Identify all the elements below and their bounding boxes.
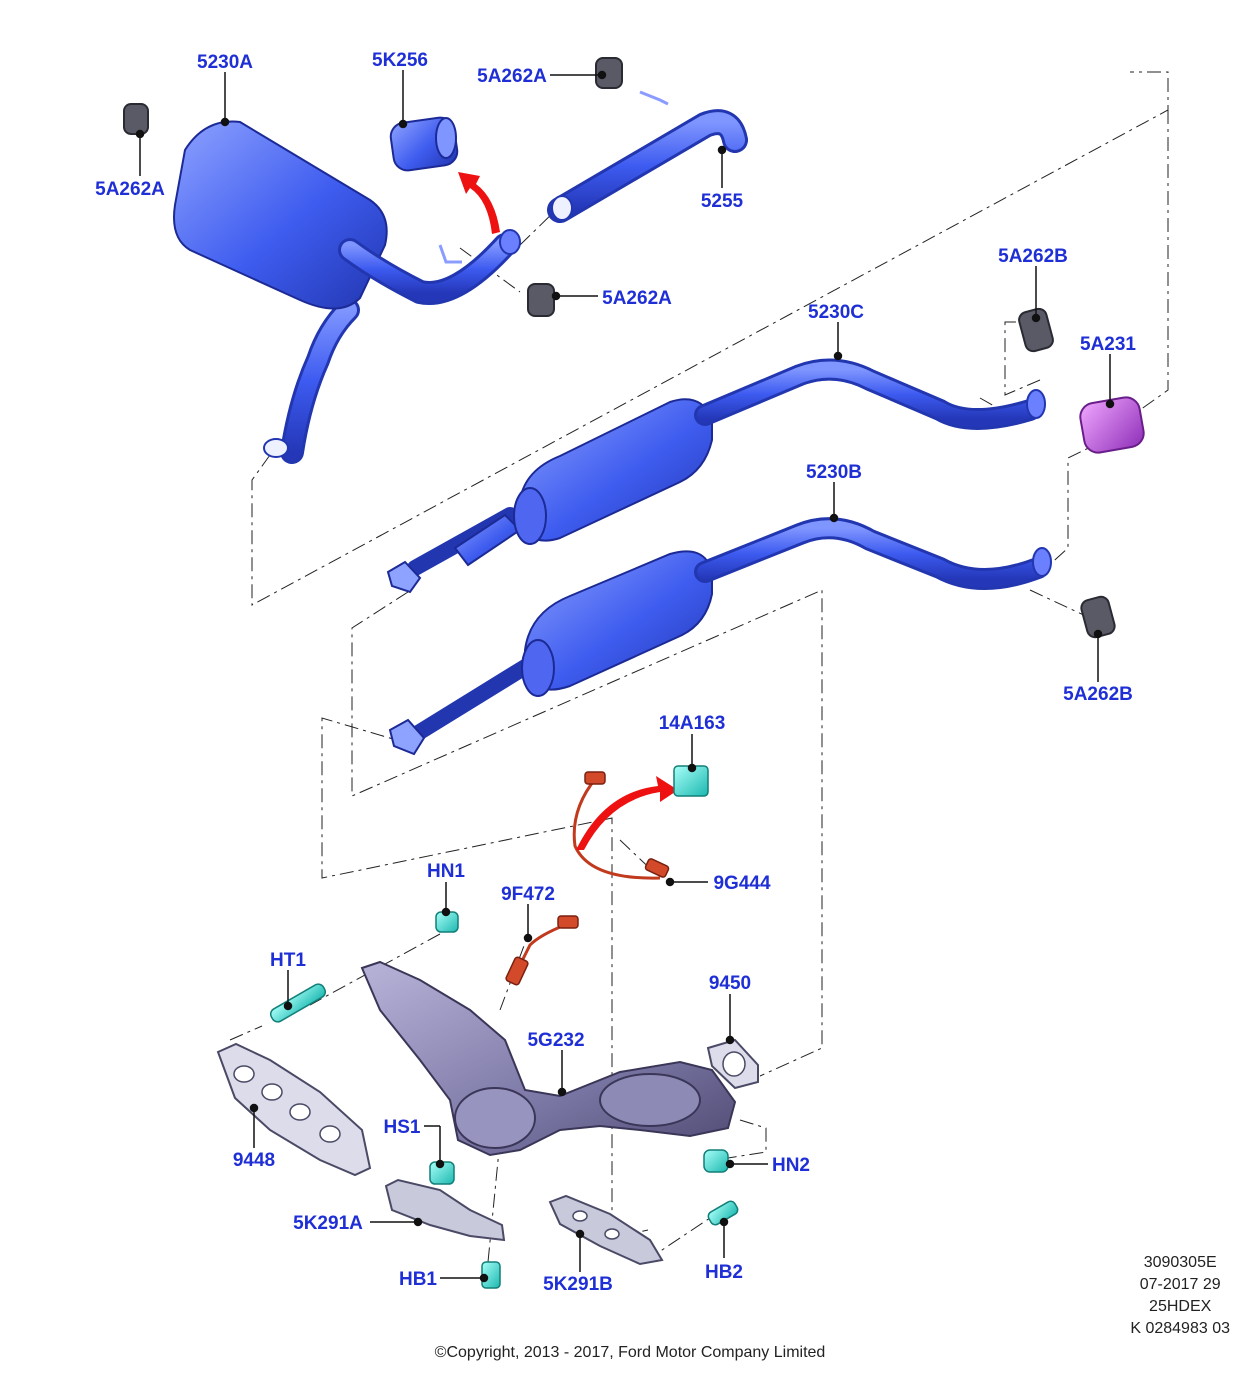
callout-14a163: 14A163 xyxy=(659,713,726,734)
fasteners xyxy=(269,765,739,1289)
callout-9450: 9450 xyxy=(709,973,751,994)
callout-hn2: HN2 xyxy=(772,1155,810,1176)
callout-9f472: 9F472 xyxy=(501,884,555,905)
callout-5255: 5255 xyxy=(701,191,744,212)
heat-shield-5k291a xyxy=(384,1178,506,1242)
callout-hb1: HB1 xyxy=(399,1269,437,1290)
clamp-5a231 xyxy=(1079,396,1145,454)
callout-5a262b-top: 5A262B xyxy=(998,246,1068,267)
callout-5a262b-bot: 5A262B xyxy=(1063,684,1133,705)
rubber-insulators xyxy=(123,57,1116,639)
callout-5g232: 5G232 xyxy=(527,1030,584,1051)
callout-5a231: 5A231 xyxy=(1080,334,1136,355)
callout-hs1: HS1 xyxy=(384,1117,421,1138)
callout-labels: 5230A 5K256 5A262A 5A262A 5255 5A262A 5A… xyxy=(95,50,1136,1295)
exhaust-manifold-5g232 xyxy=(360,960,737,1157)
callout-9g444: 9G444 xyxy=(713,873,770,894)
reference-date: 07-2017 29 xyxy=(1139,1276,1221,1293)
callout-9448: 9448 xyxy=(233,1150,275,1171)
callout-5k291b: 5K291B xyxy=(543,1274,613,1295)
oxygen-sensor-9f472 xyxy=(505,915,579,986)
callout-5230c: 5230C xyxy=(808,302,864,323)
leader-lines xyxy=(135,70,1115,1283)
clamp-5k256 xyxy=(389,116,459,172)
callout-5230a: 5230A xyxy=(197,52,253,73)
callout-hb2: HB2 xyxy=(705,1262,743,1283)
reference-code: 3090305E xyxy=(1143,1254,1217,1271)
callout-5230b: 5230B xyxy=(806,462,862,483)
heat-shield-5k291b xyxy=(548,1194,664,1266)
front-pipe-5230b xyxy=(388,517,1052,756)
callout-5a262a-left: 5A262A xyxy=(95,179,165,200)
intermediate-pipe-5230c xyxy=(386,358,1046,594)
copyright-notice: ©Copyright, 2013 - 2017, Ford Motor Comp… xyxy=(434,1344,826,1361)
reference-number: K 0284983 03 xyxy=(1130,1320,1230,1337)
callout-5k256: 5K256 xyxy=(372,50,428,71)
reference-model: 25HDEX xyxy=(1149,1298,1212,1315)
gasket-9450 xyxy=(706,1038,759,1090)
nut-hn2 xyxy=(703,1149,729,1173)
callout-ht1: HT1 xyxy=(270,950,306,971)
callout-hn1: HN1 xyxy=(427,861,465,882)
tail-pipe-5255 xyxy=(547,90,748,223)
callout-5a262a-mid: 5A262A xyxy=(602,288,672,309)
stud-ht1 xyxy=(269,983,327,1023)
diagram-reference-info: 3090305E 07-2017 29 25HDEX K 0284983 03 xyxy=(1130,1252,1230,1340)
red-arrows xyxy=(458,172,678,850)
callout-5a262a-top: 5A262A xyxy=(477,66,547,87)
callout-5k291a: 5K291A xyxy=(293,1213,363,1234)
rear-muffler-5230a xyxy=(173,120,521,464)
gasket-9448 xyxy=(216,1042,372,1177)
oxygen-sensor-9g444 xyxy=(572,771,670,880)
